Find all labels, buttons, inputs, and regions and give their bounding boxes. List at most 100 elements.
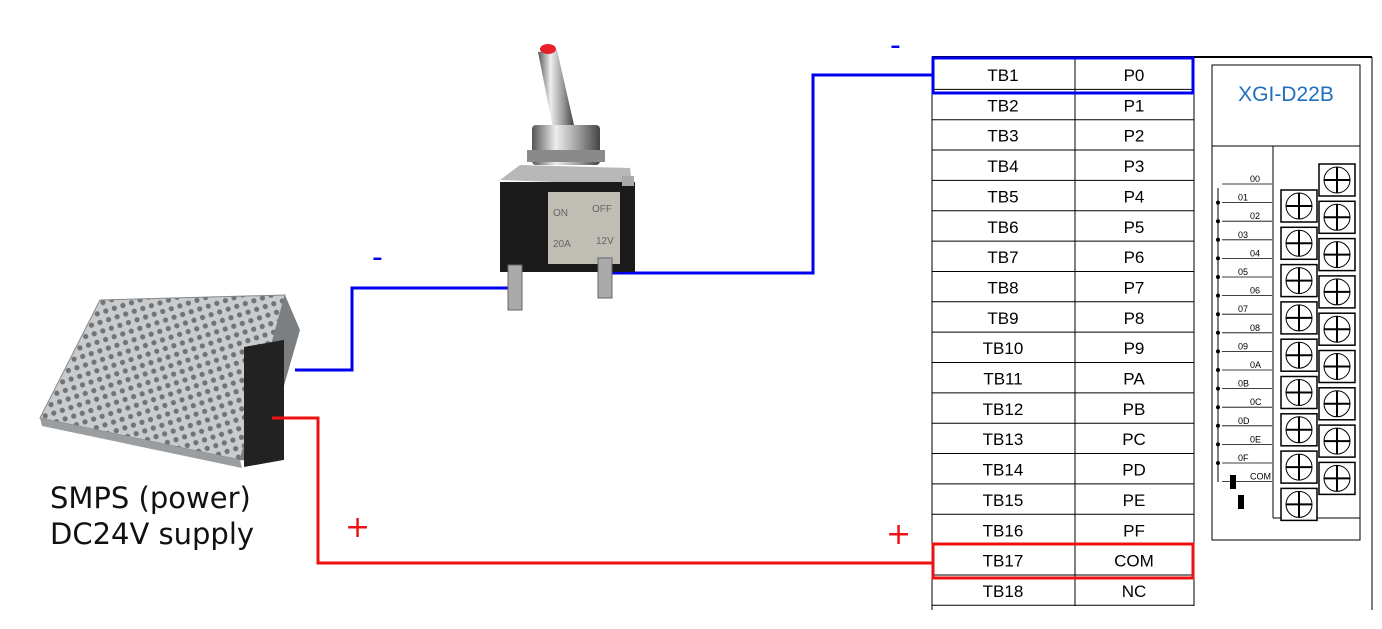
terminal-block-cell: TB12: [983, 400, 1024, 419]
terminal-block-cell: TB3: [987, 127, 1018, 146]
terminal-block-cell: TB17: [983, 552, 1024, 571]
positive-wire-smps-to-com: [272, 416, 933, 565]
smps-plus-sign: +: [345, 510, 371, 545]
plc-minus-sign: -: [890, 28, 901, 63]
terminal-block-cell: TB16: [983, 521, 1024, 540]
table-row: TB16 PF: [932, 521, 1194, 546]
terminal-screw: [1280, 301, 1318, 335]
terminal-screw: [1318, 424, 1356, 458]
terminal-screw: [1280, 226, 1318, 261]
plc-plus-sign: +: [886, 517, 912, 552]
table-row: TB12 PB: [932, 400, 1194, 424]
module-pin-label: 00: [1250, 174, 1260, 184]
terminal-block-cell: TB8: [987, 278, 1018, 297]
table-row: TB4 P3: [932, 157, 1194, 181]
table-row: TB9 P8: [932, 309, 1194, 333]
module-pin-label: 07: [1238, 304, 1248, 314]
pin-cell: PB: [1123, 400, 1146, 419]
switch-off-label: OFF: [592, 204, 612, 215]
module-pin-label: 06: [1250, 286, 1260, 296]
pin-cell: P0: [1124, 66, 1145, 85]
terminal-screw: [1318, 349, 1356, 384]
smps-power-supply: [39, 294, 300, 468]
terminal-screw: [1280, 338, 1318, 372]
pin-cell: P1: [1124, 96, 1145, 115]
terminal-block-cell: TB6: [987, 218, 1018, 237]
table-row: TB5 P4: [932, 187, 1194, 212]
module-pin-label: 02: [1250, 211, 1260, 221]
module-pin-label: 03: [1238, 230, 1248, 240]
module-pin-label: 0F: [1238, 453, 1249, 463]
module-pin-label: 0D: [1238, 416, 1250, 426]
table-row: TB10 P9: [932, 339, 1194, 363]
pin-cell: PC: [1122, 430, 1146, 449]
negative-terminal-highlight: [931, 56, 1195, 95]
terminal-block-cell: TB13: [983, 430, 1024, 449]
pin-cell: PD: [1122, 461, 1146, 480]
module-pin-label: COM: [1250, 472, 1271, 482]
terminal-block-cell: TB1: [987, 66, 1018, 85]
terminal-block-cell: TB10: [983, 339, 1024, 358]
terminal-block-cell: TB15: [983, 491, 1024, 510]
terminal-screw: [1280, 263, 1318, 298]
table-row: TB11 PA: [932, 370, 1194, 394]
pin-cell: PA: [1123, 370, 1145, 389]
smps-caption-line1: SMPS (power): [50, 481, 251, 515]
table-row: TB1 P0: [932, 66, 1194, 90]
smps-caption-line2: DC24V supply: [50, 517, 255, 551]
terminal-block-cell: TB14: [983, 461, 1024, 480]
switch-minus-sign: -: [372, 240, 383, 275]
table-row: TB2 P1: [932, 96, 1194, 121]
module-pin-label: 0C: [1250, 397, 1262, 407]
terminal-screw: [1318, 461, 1356, 496]
table-row: TB15 PE: [932, 491, 1194, 515]
positive-terminal-highlight: [931, 542, 1195, 580]
table-row: TB14 PD: [932, 461, 1194, 485]
pin-cell: P4: [1124, 187, 1145, 206]
terminal-screw: [1318, 312, 1356, 346]
terminal-screw: [1318, 163, 1356, 197]
plc-input-module: XGI-D22B000102030405060708090A0B0C0D0E0F…: [1211, 64, 1361, 541]
terminal-block-cell: TB7: [987, 248, 1018, 267]
terminal-block-cell: TB5: [987, 187, 1018, 206]
terminal-screw: [1280, 413, 1318, 447]
terminal-block-cell: TB11: [983, 370, 1022, 389]
terminal-screw: [1318, 237, 1356, 272]
terminal-screw: [1280, 487, 1318, 522]
smps-caption: SMPS (power) DC24V supply: [50, 480, 254, 552]
module-pin-label: 0A: [1250, 360, 1261, 370]
table-row: TB8 P7: [932, 278, 1194, 303]
module-title: XGI-D22B: [1238, 83, 1334, 106]
smps-terminal-block: [244, 339, 284, 467]
module-pin-label: 0B: [1238, 379, 1249, 389]
switch-current-label: 20A: [553, 239, 571, 250]
pin-cell: P3: [1124, 157, 1145, 176]
table-row: TB7 P6: [932, 248, 1194, 272]
module-pin-label: 01: [1238, 193, 1248, 203]
module-pin-label: 08: [1250, 323, 1260, 333]
pin-cell: P9: [1124, 339, 1145, 358]
pin-cell: P7: [1124, 278, 1145, 297]
module-pin-label: 04: [1250, 248, 1260, 258]
terminal-screw: [1280, 450, 1318, 484]
pin-cell: P6: [1124, 248, 1145, 267]
pin-cell: NC: [1122, 582, 1147, 601]
negative-wire-smps-to-switch: [295, 286, 512, 372]
pin-cell: PE: [1123, 491, 1146, 510]
pin-cell: P8: [1124, 309, 1145, 328]
pin-cell: PF: [1123, 521, 1145, 540]
negative-wire-switch-to-plc: [610, 73, 933, 275]
terminal-screw: [1318, 200, 1356, 235]
terminal-screw: [1318, 275, 1356, 309]
terminal-block-cell: TB2: [987, 96, 1018, 115]
terminal-block-cell: TB9: [987, 309, 1018, 328]
module-pin-label: 09: [1238, 341, 1248, 351]
terminal-block-cell: TB4: [987, 157, 1018, 176]
